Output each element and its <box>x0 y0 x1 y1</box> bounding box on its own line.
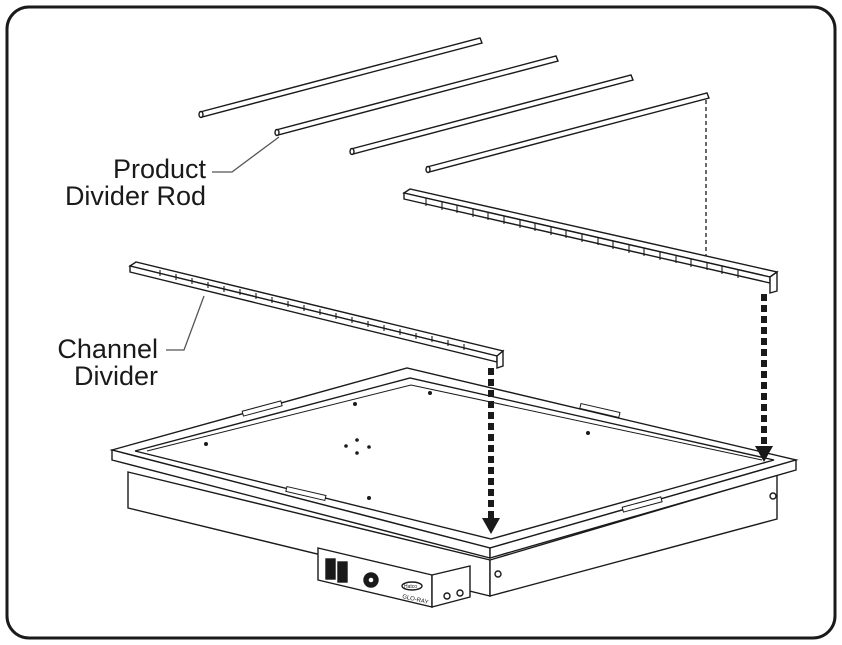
channel-slots-left <box>159 270 465 350</box>
channel-divider-label-line-1: Channel <box>57 334 158 364</box>
channel-divider-left <box>128 261 505 369</box>
divider-rod-4-end <box>425 165 431 174</box>
rod-leader-line <box>212 136 280 173</box>
control-box <box>317 547 471 608</box>
product-divider-rod-label-line-1: Product <box>112 154 206 184</box>
control-box-brand: Hatco <box>404 584 417 590</box>
power-switch-2 <box>337 561 348 583</box>
channel-slots-right <box>425 198 739 278</box>
control-box-product: GLO-RAY <box>402 594 429 606</box>
product-divider-rods <box>198 37 710 174</box>
channel-divider-right <box>402 188 779 294</box>
divider-rod-1-end <box>198 110 204 119</box>
placement-arrow-left-head <box>482 518 500 534</box>
tray-inner-lip <box>146 384 763 461</box>
divider-rod-2-end <box>274 128 280 137</box>
brand-logo <box>401 581 423 591</box>
control-box-side <box>431 565 471 608</box>
channel-leader-line <box>166 295 205 351</box>
placement-arrow-right-head <box>755 446 773 462</box>
channel-divider-label-line-2: Divider <box>73 361 158 391</box>
power-switch-1 <box>325 558 336 580</box>
display-tray <box>109 367 799 597</box>
tray-rim-edge-right <box>489 459 797 559</box>
tray-floor-holes <box>204 391 590 500</box>
divider-rod-3-end <box>349 147 355 156</box>
tray-well-opening <box>134 377 775 540</box>
placement-arrows <box>482 294 773 534</box>
product-divider-rod-label-line-2: Divider Rod <box>64 181 206 211</box>
